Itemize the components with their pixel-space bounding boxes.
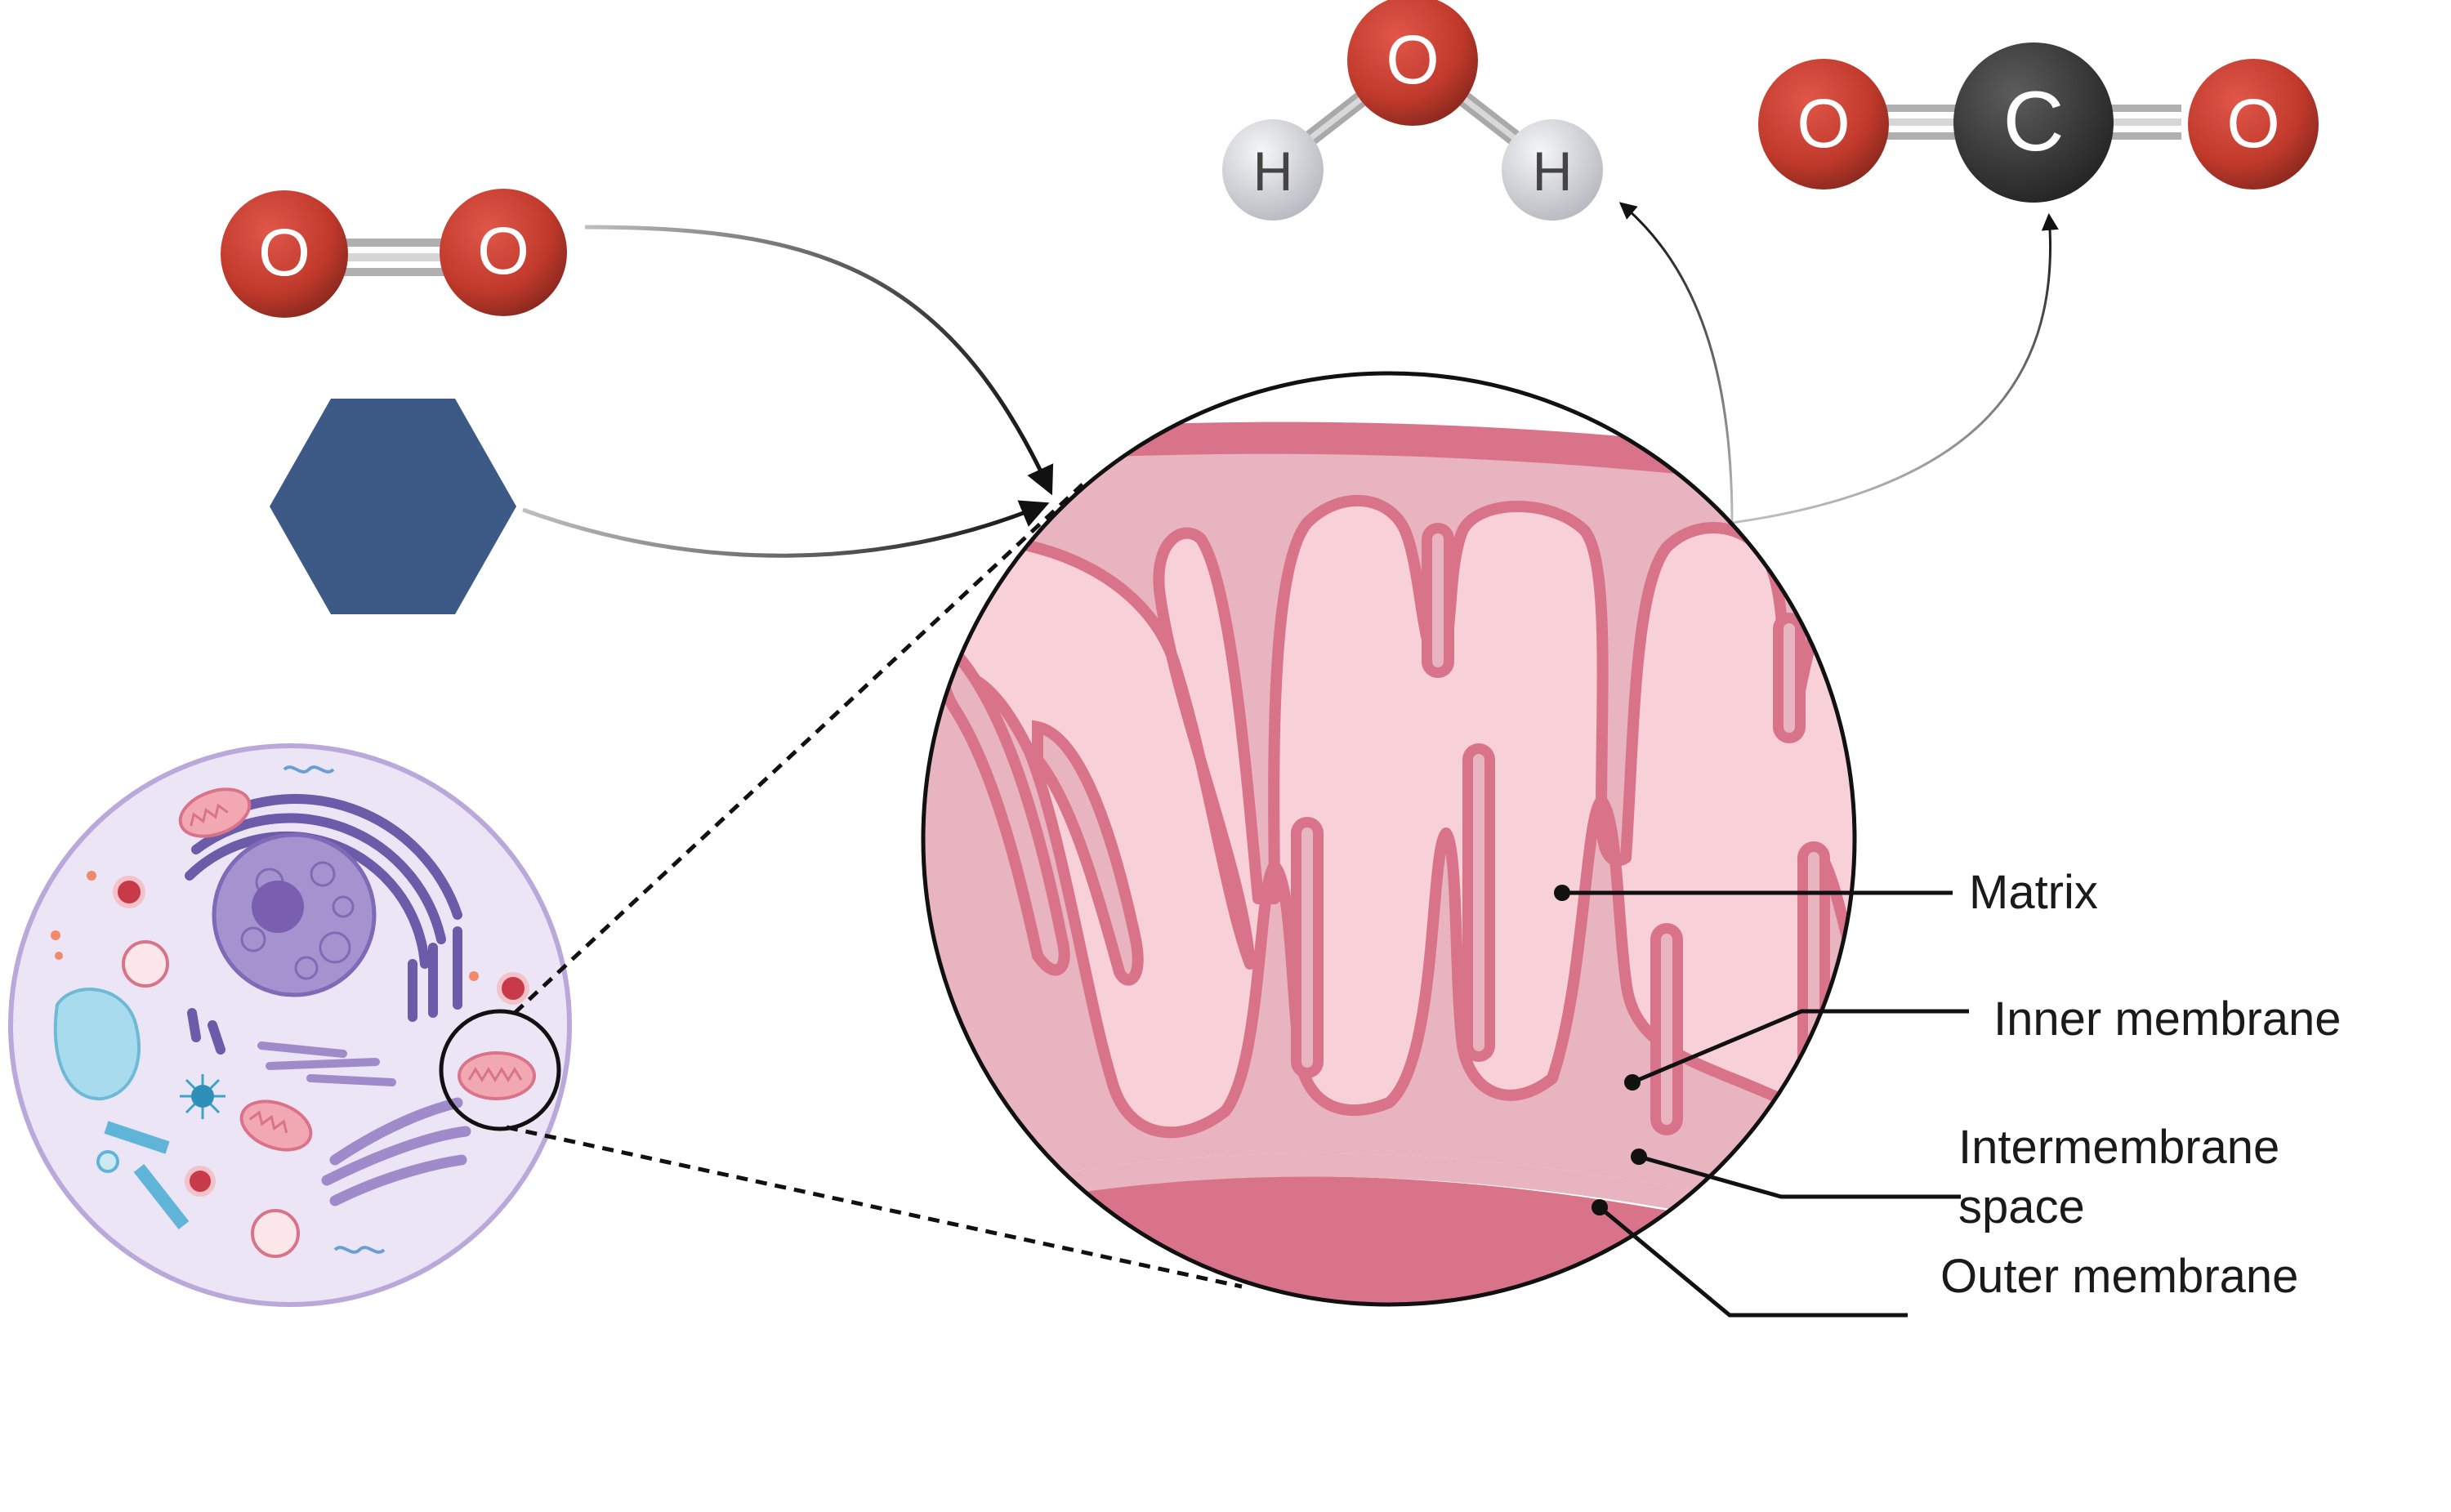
co2-carbon-label: C <box>2002 74 2064 169</box>
oxygen-atom-label: O <box>477 214 529 288</box>
callout-intermembrane-space: Intermembrane space <box>1631 1121 2279 1233</box>
glucose-hexagon <box>270 399 516 614</box>
cell-mitochondrion <box>239 1099 313 1152</box>
lysosome <box>113 876 529 1197</box>
label-matrix: Matrix <box>1969 866 2098 919</box>
centrosome <box>180 1074 225 1119</box>
mitochondrion-zoom <box>921 371 1857 1307</box>
water-output-arrow <box>1618 202 1734 524</box>
oxygen-molecule: O O <box>221 189 567 318</box>
outer-membrane-bottom <box>923 1176 1855 1305</box>
callout-inner-membrane: Inner membrane <box>1624 992 2342 1091</box>
oxygen-atom <box>1758 59 1889 190</box>
callout-matrix: Matrix <box>1554 866 2098 919</box>
carbon-atom <box>1953 42 2114 203</box>
magnifier-circle <box>439 1009 561 1131</box>
label-intermembrane-space: Intermembrane <box>1958 1121 2279 1174</box>
oxygen-atom <box>1347 0 1478 126</box>
cell-mitochondrion-highlighted <box>458 1051 536 1100</box>
water-oxygen-label: O <box>1386 21 1439 98</box>
hydrogen-atom <box>1502 119 1603 221</box>
label-inner-membrane: Inner membrane <box>1993 992 2342 1046</box>
water-hydrogen-label: H <box>1252 140 1292 203</box>
co2-oxygen-label: O <box>1797 85 1850 162</box>
oxygen-atom <box>2188 59 2319 190</box>
water-hydrogen-label: H <box>1532 140 1572 203</box>
water-molecule: O H H <box>1222 0 1603 221</box>
carbon-dioxide-molecule: O C O <box>1758 42 2319 203</box>
vacuole <box>53 988 141 1101</box>
co2-output-arrow <box>1731 212 2059 524</box>
label-intermembrane-space-line2: space <box>1958 1180 2085 1233</box>
glucose-input-arrow <box>522 500 1050 558</box>
callout-outer-membrane: Outer membrane <box>1592 1199 2298 1318</box>
animal-cell <box>8 743 572 1307</box>
oxygen-input-arrow <box>584 225 1054 496</box>
oxygen-atom <box>221 190 348 318</box>
hydrogen-atom <box>1222 119 1324 221</box>
peroxisome <box>122 940 300 1258</box>
cytoskeleton <box>104 1121 190 1229</box>
cell-mitochondrion <box>178 787 252 838</box>
zoom-circle-outline <box>921 371 1857 1307</box>
co2-oxygen-label: O <box>2226 85 2279 162</box>
golgi-apparatus <box>321 1097 471 1206</box>
oxygen-atom-label: O <box>258 216 310 290</box>
zoom-line-bottom <box>506 1125 1243 1289</box>
nucleolus <box>252 881 304 933</box>
label-outer-membrane: Outer membrane <box>1940 1250 2298 1303</box>
oxygen-atom <box>440 189 567 316</box>
